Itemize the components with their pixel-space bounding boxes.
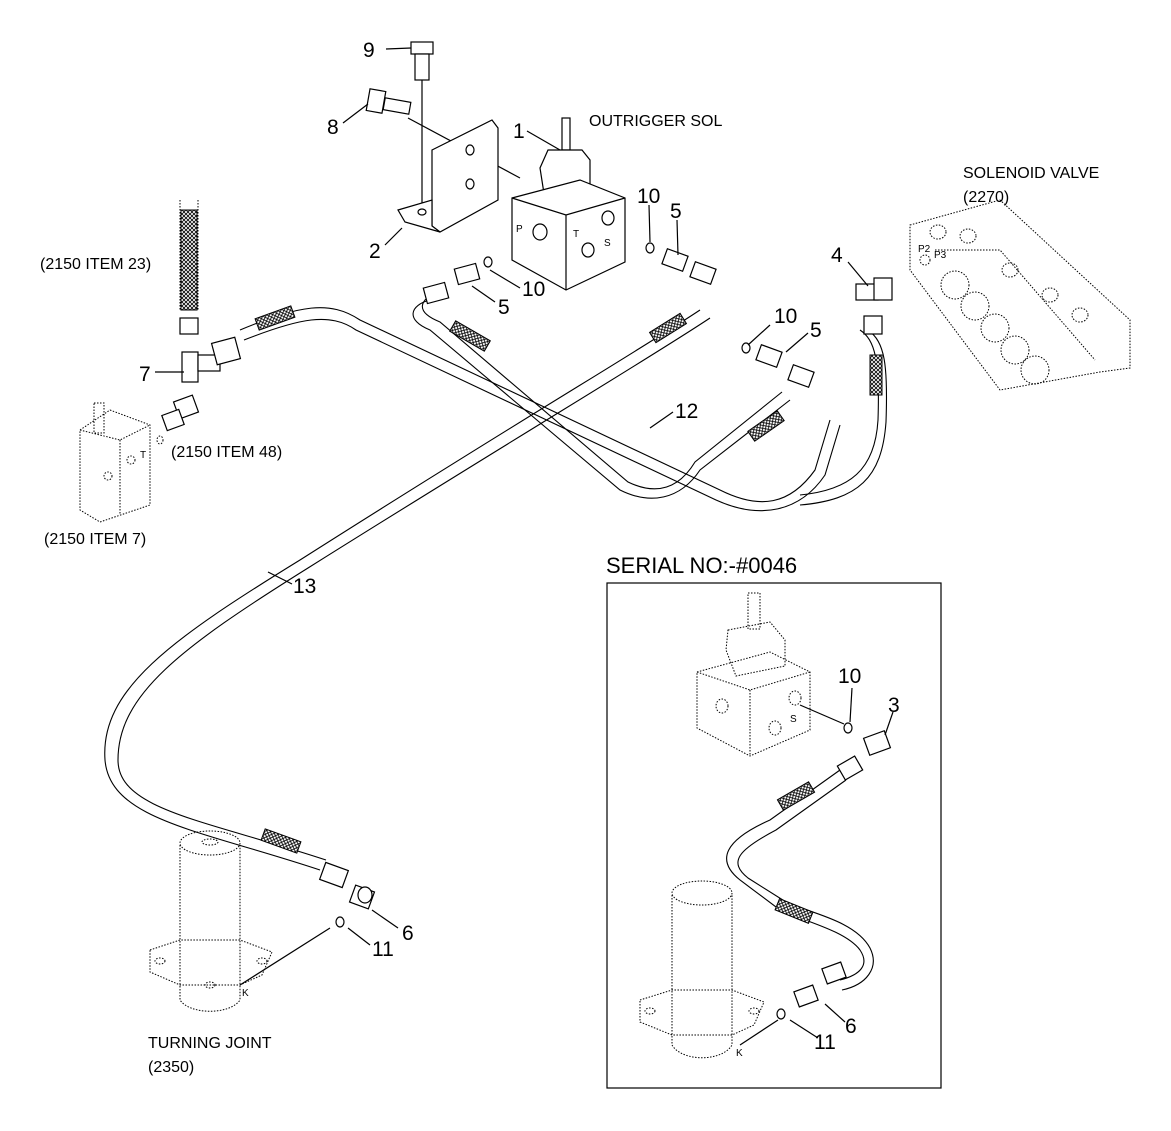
inset-turning-joint xyxy=(639,880,765,1059)
callout-5b: 5 xyxy=(498,296,510,319)
callout-2: 2 xyxy=(369,240,381,263)
bracket-2 xyxy=(397,119,499,233)
callout-4: 4 xyxy=(831,244,843,267)
port-k: K xyxy=(242,988,249,999)
hose-sleeve xyxy=(747,410,785,442)
callout-11-inset: 11 xyxy=(814,1031,836,1054)
hose-to-solenoid-valve xyxy=(799,329,888,506)
fitting-5a xyxy=(422,256,493,305)
inset-leader-lines xyxy=(739,687,894,1046)
caption-turning-joint-ref: (2350) xyxy=(148,1059,194,1076)
bolt-9 xyxy=(410,41,434,205)
caption-item48: (2150 ITEM 48) xyxy=(171,444,282,461)
inset-solenoid xyxy=(696,592,811,757)
valve-item-7 xyxy=(79,402,164,523)
inset-hose xyxy=(726,722,892,1020)
caption-item23: (2150 ITEM 23) xyxy=(40,256,151,273)
caption-solenoid-valve: SOLENOID VALVE xyxy=(963,165,1099,182)
turning-joint xyxy=(149,830,273,1012)
callout-11: 11 xyxy=(372,938,394,961)
port-p3: P3 xyxy=(934,250,947,261)
serial-inset-frame xyxy=(606,582,942,1089)
caption-item7: (2150 ITEM 7) xyxy=(44,531,146,548)
callout-7: 7 xyxy=(139,363,151,386)
hose-12 xyxy=(239,289,841,512)
callout-8: 8 xyxy=(327,116,339,139)
fitting-5c xyxy=(741,342,815,389)
hose-item-23 xyxy=(179,200,199,335)
callout-13: 13 xyxy=(293,575,316,598)
fitting-5b xyxy=(645,242,717,286)
port-t: T xyxy=(573,229,579,240)
callout-5c: 5 xyxy=(810,319,822,342)
caption-outrigger-sol: OUTRIGGER SOL xyxy=(589,113,722,130)
solenoid-valve-bank xyxy=(909,199,1131,391)
callout-10d: 10 xyxy=(838,665,861,688)
callout-3: 3 xyxy=(888,694,900,717)
callout-1: 1 xyxy=(513,120,525,143)
callout-6: 6 xyxy=(402,922,414,945)
hose-sleeve xyxy=(869,354,883,396)
outrigger-solenoid-1 xyxy=(511,117,626,291)
port-k-inset: K xyxy=(736,1048,743,1059)
callout-5a: 5 xyxy=(670,200,682,223)
hose-sleeve xyxy=(648,312,688,344)
caption-serial: SERIAL NO:-#0046 xyxy=(606,553,797,578)
callout-6-inset: 6 xyxy=(845,1015,857,1038)
hose-13 xyxy=(104,309,711,871)
caption-turning-joint: TURNING JOINT xyxy=(148,1035,272,1052)
hose-sleeve xyxy=(260,828,302,854)
hose-sleeve xyxy=(448,320,492,352)
port-p2: P2 xyxy=(918,244,931,255)
port-s-inset: S xyxy=(790,714,797,725)
callout-10a: 10 xyxy=(637,185,660,208)
hose-sleeve xyxy=(254,305,296,331)
tee-7 xyxy=(181,336,242,383)
fitting-6 xyxy=(318,861,376,928)
callout-9: 9 xyxy=(363,39,375,62)
callout-10c: 10 xyxy=(774,305,797,328)
port-s: S xyxy=(604,238,611,249)
elbow-item-48 xyxy=(161,394,200,432)
callout-10b: 10 xyxy=(522,278,545,301)
bolt-8 xyxy=(365,88,521,179)
port-t-valve: T xyxy=(140,450,146,461)
port-p: P xyxy=(516,224,523,235)
elbow-4 xyxy=(855,277,893,335)
caption-solenoid-valve-ref: (2270) xyxy=(963,189,1009,206)
leader-lines xyxy=(155,47,869,986)
callout-12: 12 xyxy=(675,400,698,423)
